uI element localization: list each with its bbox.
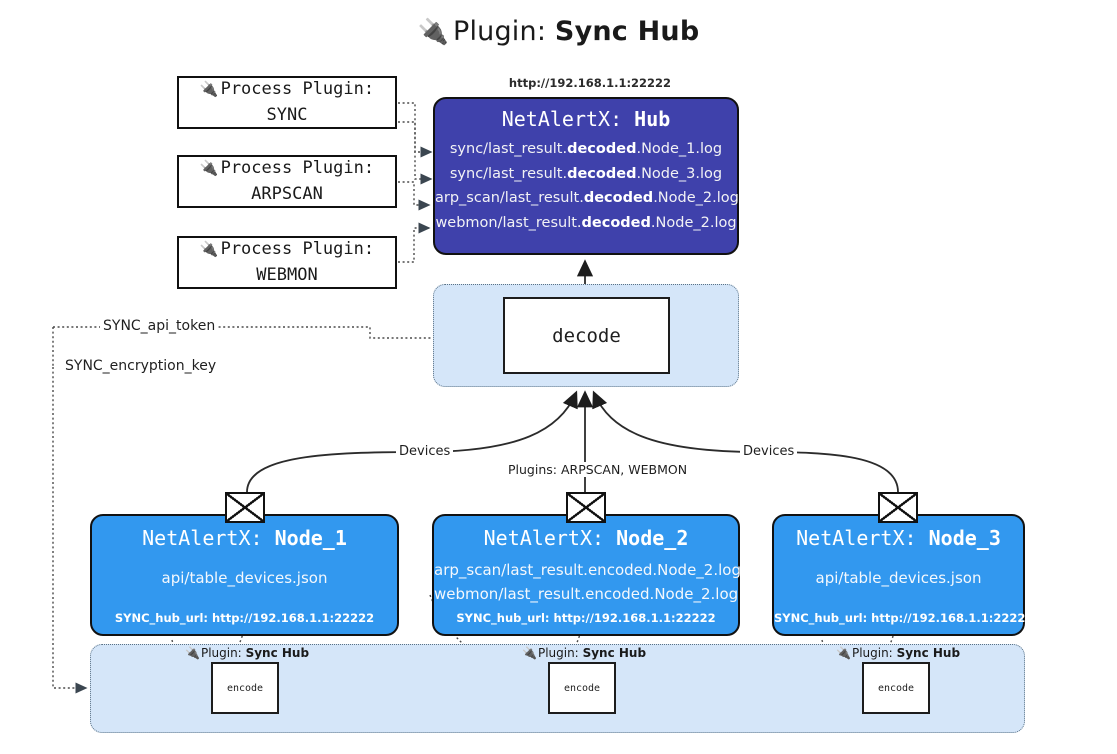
envelope-icon (566, 492, 606, 523)
process-plugin-arpscan-name: ARPSCAN (251, 183, 323, 204)
edge-label-devices-right: Devices (740, 444, 798, 459)
decode-box[interactable]: decode (503, 297, 670, 374)
node-3-hub-url: SYNC_hub_url: http://192.168.1.1:22222 (774, 611, 1034, 625)
edge-node1-to-decode (246, 390, 578, 493)
netalertx-node-2[interactable]: NetAlertX: Node_2 arp_scan/last_result.e… (432, 514, 741, 636)
node-1-hub-url: SYNC_hub_url: http://192.168.1.1:22222 (114, 611, 375, 625)
edge-sync-to-hublog1 (398, 102, 433, 158)
plug-icon: 🔌 (417, 17, 449, 46)
process-plugin-sync-name: SYNC (266, 104, 308, 125)
encode-box-2[interactable]: encode (548, 662, 616, 714)
hub-log-3: arp_scan/last_result.decoded.Node_2.log (435, 190, 739, 207)
node-2-line-2: webmon/last_result.encoded.Node_2.log (434, 585, 739, 604)
encode-box-1[interactable]: encode (211, 662, 279, 714)
edge-label-sync-api-token: SYNC_api_token (100, 318, 219, 334)
process-plugin-sync-box[interactable]: 🔌Process Plugin: SYNC (177, 76, 397, 129)
node-2-line-1: arp_scan/last_result.encoded.Node_2.log (434, 561, 741, 579)
encoder-1-caption: 🔌Plugin: Sync Hub (185, 646, 310, 660)
plug-icon: 🔌 (199, 240, 219, 258)
process-plugin-webmon-box[interactable]: 🔌Process Plugin: WEBMON (177, 236, 397, 289)
page-title: 🔌Plugin: Sync Hub (0, 16, 1117, 47)
edge-sync-to-hublog2 (398, 121, 433, 185)
process-plugin-arpscan-box[interactable]: 🔌Process Plugin: ARPSCAN (177, 155, 397, 208)
hub-node[interactable]: NetAlertX: Hub sync/last_result.decoded.… (433, 97, 739, 255)
plug-icon: 🔌 (199, 159, 219, 177)
process-plugin-arpscan-line1: 🔌Process Plugin: (199, 158, 375, 178)
edge-label-sync-encryption-key: SYNC_encryption_key (62, 358, 220, 374)
hub-log-4: webmon/last_result.decoded.Node_2.log (435, 214, 737, 231)
plug-icon: 🔌 (522, 646, 537, 660)
node-3-line-1: api/table_devices.json (815, 569, 982, 587)
node-2-title: NetAlertX: Node_2 (483, 526, 689, 550)
process-plugin-webmon-name: WEBMON (256, 264, 318, 285)
node-2-hub-url: SYNC_hub_url: http://192.168.1.1:22222 (456, 611, 716, 625)
title-plugin-name: Sync Hub (554, 16, 700, 47)
process-plugin-webmon-line1: 🔌Process Plugin: (199, 239, 375, 259)
envelope-icon (225, 492, 265, 523)
node-2-body: arp_scan/last_result.encoded.Node_2.log … (434, 558, 741, 607)
edge-webmon-to-hublog4 (398, 222, 431, 263)
edge-node3-to-decode (592, 390, 899, 493)
envelope-icon (878, 492, 918, 523)
edge-label-plugins-center: Plugins: ARPSCAN, WEBMON (505, 462, 691, 477)
edge-encryption-key-to-encoders (52, 367, 88, 694)
encoder-3-caption: 🔌Plugin: Sync Hub (836, 646, 961, 660)
netalertx-node-1[interactable]: NetAlertX: Node_1 api/table_devices.json… (90, 514, 399, 636)
edge-arpscan-to-hublog3 (398, 181, 431, 211)
plug-icon: 🔌 (836, 646, 851, 660)
plug-icon: 🔌 (185, 646, 200, 660)
encoder-2-caption: 🔌Plugin: Sync Hub (522, 646, 647, 660)
hub-title: NetAlertX: Hub (501, 107, 671, 131)
edge-label-devices-left: Devices (396, 444, 454, 459)
node-1-line-1: api/table_devices.json (161, 569, 328, 587)
netalertx-node-3[interactable]: NetAlertX: Node_3 api/table_devices.json… (772, 514, 1034, 636)
hub-log-2: sync/last_result.decoded.Node_3.log (449, 165, 723, 182)
node-3-title: NetAlertX: Node_3 (796, 526, 1001, 550)
node-1-title: NetAlertX: Node_1 (142, 526, 347, 550)
node-1-body: api/table_devices.json (92, 566, 397, 590)
hub-url-label: http://192.168.1.1:22222 (508, 76, 672, 90)
process-plugin-sync-line1: 🔌Process Plugin: (199, 79, 375, 99)
encode-box-3[interactable]: encode (862, 662, 930, 714)
plug-icon: 🔌 (199, 80, 219, 98)
hub-log-1: sync/last_result.decoded.Node_1.log (449, 141, 723, 157)
title-prefix: Plugin: (452, 16, 547, 47)
node-3-body: api/table_devices.json (774, 566, 1023, 590)
